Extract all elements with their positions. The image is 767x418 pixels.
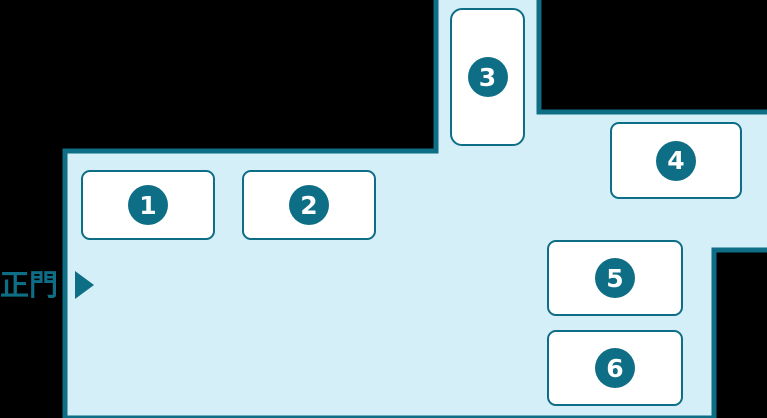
marker-badge-2: 2	[289, 185, 329, 225]
marker-box-3[interactable]: 3	[450, 8, 525, 146]
marker-badge-3: 3	[467, 57, 508, 97]
marker-box-5[interactable]: 5	[547, 240, 683, 316]
marker-box-6[interactable]: 6	[547, 330, 683, 406]
marker-badge-1: 1	[128, 185, 168, 225]
marker-box-2[interactable]: 2	[242, 170, 376, 240]
triangle-right-icon	[75, 271, 94, 299]
marker-badge-4: 4	[656, 140, 696, 181]
gate-label: 正門	[0, 268, 59, 302]
marker-box-1[interactable]: 1	[81, 170, 215, 240]
marker-badge-6: 6	[595, 348, 635, 388]
marker-badge-5: 5	[595, 258, 635, 298]
marker-box-4[interactable]: 4	[610, 122, 742, 199]
